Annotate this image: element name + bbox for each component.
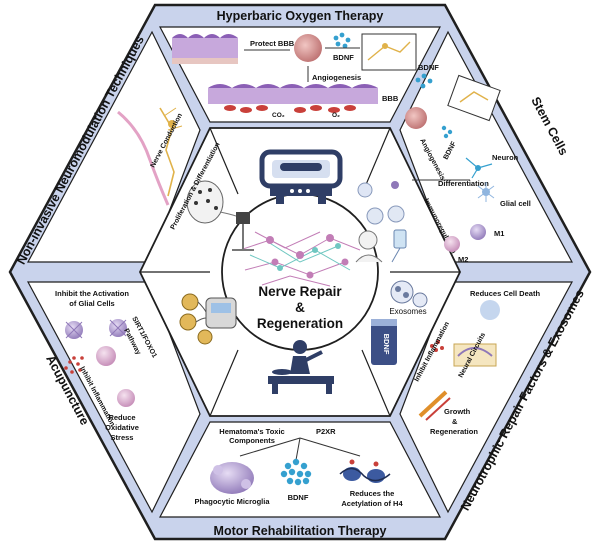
exosomes-label: Exosomes <box>389 307 426 316</box>
brain-top-icon <box>294 34 322 62</box>
inflammation-dots <box>430 340 444 352</box>
axon-growth-icon <box>418 390 451 421</box>
inner-panels <box>26 26 574 518</box>
bbb-vessel-tissue <box>208 84 378 113</box>
recovered-cell-icon <box>117 389 135 407</box>
bdnf-vial-label: BDNF <box>382 334 391 355</box>
differentiation-label: Differentiation <box>438 179 489 188</box>
neuromodulation-head-icon <box>186 180 254 251</box>
reduce-oxidative-line3: Stress <box>111 433 134 442</box>
panel-lower-left <box>26 281 201 514</box>
center-title-line1: Nerve Repair <box>258 284 342 299</box>
reduces-cell-death-label: Reduces Cell Death <box>470 289 540 298</box>
growth-label: Growth <box>444 407 471 416</box>
stressed-cell-icon <box>96 346 116 366</box>
title-motor-rehab: Motor Rehabilitation Therapy <box>214 524 387 538</box>
bbb-top-tissue <box>172 34 238 64</box>
m1-cell-icon <box>470 224 486 240</box>
center-title-line2: & <box>295 300 305 315</box>
bottom-arrows <box>239 437 361 461</box>
hyperbaric-chamber-icon <box>259 149 343 204</box>
phagocytic-microglia-label: Phagocytic Microglia <box>194 497 270 506</box>
bdnf-label-top: BDNF <box>333 53 354 62</box>
stem-cell-therapy-icon <box>355 181 407 263</box>
m2-cell-icon <box>444 236 460 252</box>
reduce-oxidative-line2: Oxidative <box>105 423 139 432</box>
m2-label: M2 <box>458 255 468 264</box>
hematoma-label-line2: Components <box>229 436 275 445</box>
inhibit-glial-line2: of Glial Cells <box>69 299 114 308</box>
neuron-conduction-icon <box>117 107 183 206</box>
title-hyperbaric: Hyperbaric Oxygen Therapy <box>217 9 384 23</box>
glial-cells-left-icon <box>65 319 127 339</box>
bdnf-label-bottom: BDNF <box>288 493 309 502</box>
histone-icon <box>339 459 391 483</box>
neuron-icon <box>465 157 493 179</box>
co2-label: CO₂ <box>272 112 285 119</box>
p2xr-label: P2XR <box>316 427 336 436</box>
hematoma-label-line1: Hematoma's Toxic <box>219 427 284 436</box>
phagocytic-microglia-icon <box>210 462 254 494</box>
o2-label: O₂ <box>332 112 340 119</box>
acupuncture-device-icon <box>179 293 237 345</box>
rehabilitation-icon <box>268 340 334 394</box>
stem-brain-icon <box>405 107 427 129</box>
stem-bdnf-label-top: BDNF <box>418 63 439 72</box>
glial-cell-label: Glial cell <box>500 199 531 208</box>
neural-circuit-icon <box>453 343 497 367</box>
acetylation-label-line2: Acetylation of H4 <box>341 499 403 508</box>
bdnf-dots-bottom <box>280 458 312 486</box>
center-neuron-network <box>239 231 361 287</box>
stem-bdnf-dots-top <box>415 73 433 89</box>
angiogenesis-label-top: Angiogenesis <box>312 73 361 82</box>
stem-neuron-box <box>447 74 501 122</box>
inflammation-dots-left <box>64 356 84 374</box>
stem-bdnf-dots-mid <box>441 125 453 139</box>
glial-cell-icon <box>477 182 495 202</box>
exosome-bdnf-icon: Exosomes BDNF <box>371 280 428 365</box>
inhibit-glial-line1: Inhibit the Activation <box>55 289 129 298</box>
m1-label: M1 <box>494 229 504 238</box>
bdnf-dots-top <box>333 32 351 49</box>
regeneration-label: Regeneration <box>430 427 478 436</box>
bbb-label: BBB <box>382 94 399 103</box>
acetylation-label-line1: Reduces the <box>350 489 395 498</box>
neuron-label: Neuron <box>492 153 519 162</box>
growth-amp-label: & <box>452 417 458 426</box>
neuron-box-top <box>361 33 417 71</box>
panel-lower-right <box>399 281 574 514</box>
dying-cell-icon <box>480 300 500 320</box>
center-title-line3: Regeneration <box>257 316 343 331</box>
protect-bbb-label: Protect BBB <box>250 39 295 48</box>
reduce-oxidative-line1: Reduce <box>108 413 135 422</box>
